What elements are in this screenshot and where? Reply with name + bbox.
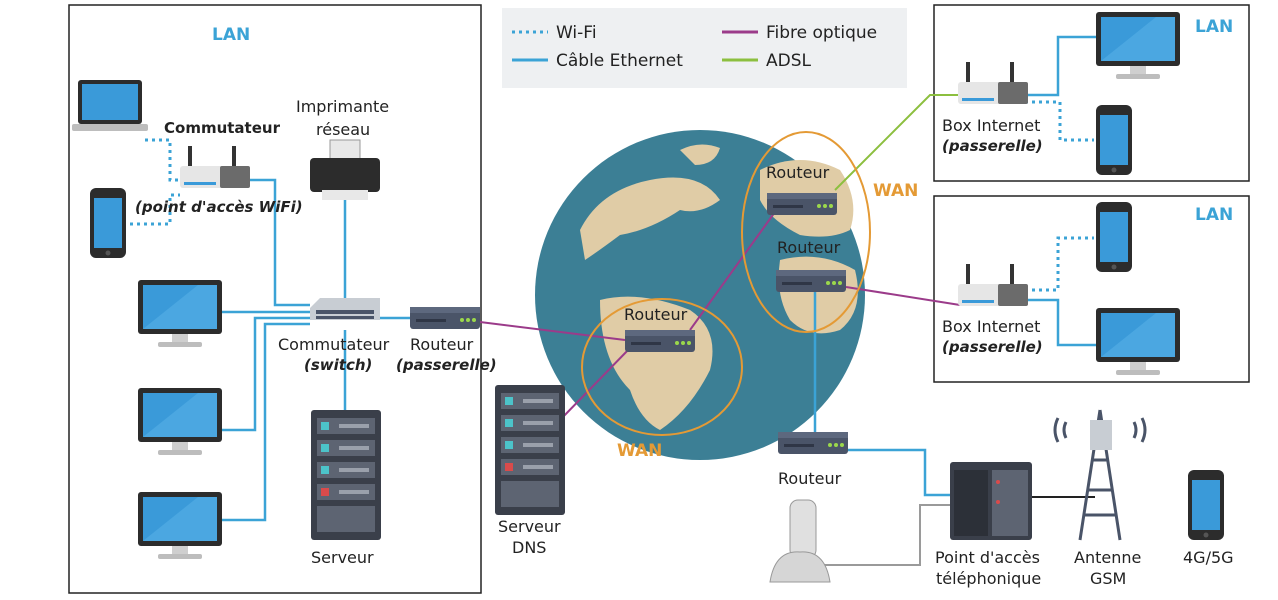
lan-top-right-frame (933, 4, 1250, 182)
telephony-access-point (950, 462, 1032, 540)
cordless-phone (769, 499, 831, 583)
desktop-3 (138, 492, 222, 559)
wan-label-left: WAN (617, 441, 662, 461)
box-internet-top (958, 62, 1028, 104)
ethernet-links (222, 35, 1096, 522)
desktop-2 (138, 388, 222, 455)
wifi-links (130, 100, 1094, 292)
dns-server (495, 385, 565, 515)
label-point-acces-tel-1: Point d'accès (935, 548, 1040, 567)
lan-label-main: LAN (212, 25, 250, 45)
lan-mid-right-frame (933, 195, 1250, 383)
smartphone-left (90, 188, 126, 258)
router-globe-top (767, 193, 837, 215)
label-passerelle: (passerelle) (396, 356, 497, 374)
label-box-mid-passerelle: (passerelle) (942, 338, 1043, 356)
router-globe-mid (776, 270, 846, 292)
legend-fibre: Fibre optique (766, 23, 877, 43)
label-routeur-globe-mid: Routeur (777, 238, 841, 257)
desktop-top-right (1096, 12, 1180, 79)
legend-wifi: Wi-Fi (556, 23, 597, 43)
wan-label-right: WAN (873, 181, 918, 201)
wifi-access-point (180, 146, 250, 188)
label-routeur-globe-left: Routeur (624, 305, 688, 324)
label-routeur-globe-top: Routeur (766, 163, 830, 182)
gsm-antenna (1053, 409, 1147, 541)
desktop-1 (138, 280, 222, 347)
label-box-top-passerelle: (passerelle) (942, 137, 1043, 155)
desktop-mid-right (1096, 308, 1180, 375)
legend-ethernet: Câble Ethernet (556, 51, 683, 71)
label-commutateur-switch: Commutateur (278, 335, 390, 354)
label-commutateur-wifi: Commutateur (164, 119, 281, 137)
phone-link (820, 504, 950, 566)
label-serveur: Serveur (311, 548, 374, 567)
lan-label-mid-right: LAN (1195, 205, 1233, 225)
label-routeur-passerelle: Routeur (410, 335, 474, 354)
label-serveur-dns-1: Serveur (498, 517, 561, 536)
router-bottom (778, 432, 848, 454)
label-box-internet-top: Box Internet (942, 116, 1040, 135)
gateway-router (410, 307, 480, 329)
legend-adsl: ADSL (766, 51, 812, 71)
label-point-acces-tel-2: téléphonique (936, 569, 1041, 588)
laptop (72, 80, 148, 131)
mobile-4g5g (1188, 470, 1224, 540)
lan-main-frame (68, 4, 482, 594)
label-serveur-dns-2: DNS (512, 538, 546, 557)
label-gsm: GSM (1090, 569, 1126, 588)
label-antenne: Antenne (1074, 548, 1141, 567)
wan-ellipse-left (581, 298, 743, 436)
lan-label-top-right: LAN (1195, 17, 1233, 37)
adsl-link (834, 94, 960, 191)
smartphone-top-right (1096, 105, 1132, 175)
label-imprimante: Imprimante (296, 97, 389, 116)
legend-box (502, 8, 907, 88)
label-point-acces-wifi: (point d'accès WiFi) (135, 198, 303, 216)
label-switch: (switch) (304, 356, 372, 374)
router-globe-left (625, 330, 695, 352)
wan-ellipse-right (741, 131, 871, 333)
label-reseau: réseau (316, 120, 370, 139)
network-switch (310, 298, 380, 320)
label-box-internet-mid: Box Internet (942, 317, 1040, 336)
server (311, 410, 381, 540)
label-mobile: 4G/5G (1183, 548, 1234, 567)
box-internet-mid (958, 264, 1028, 306)
smartphone-mid-right (1096, 202, 1132, 272)
label-routeur-bottom: Routeur (778, 469, 842, 488)
network-printer (310, 139, 380, 200)
